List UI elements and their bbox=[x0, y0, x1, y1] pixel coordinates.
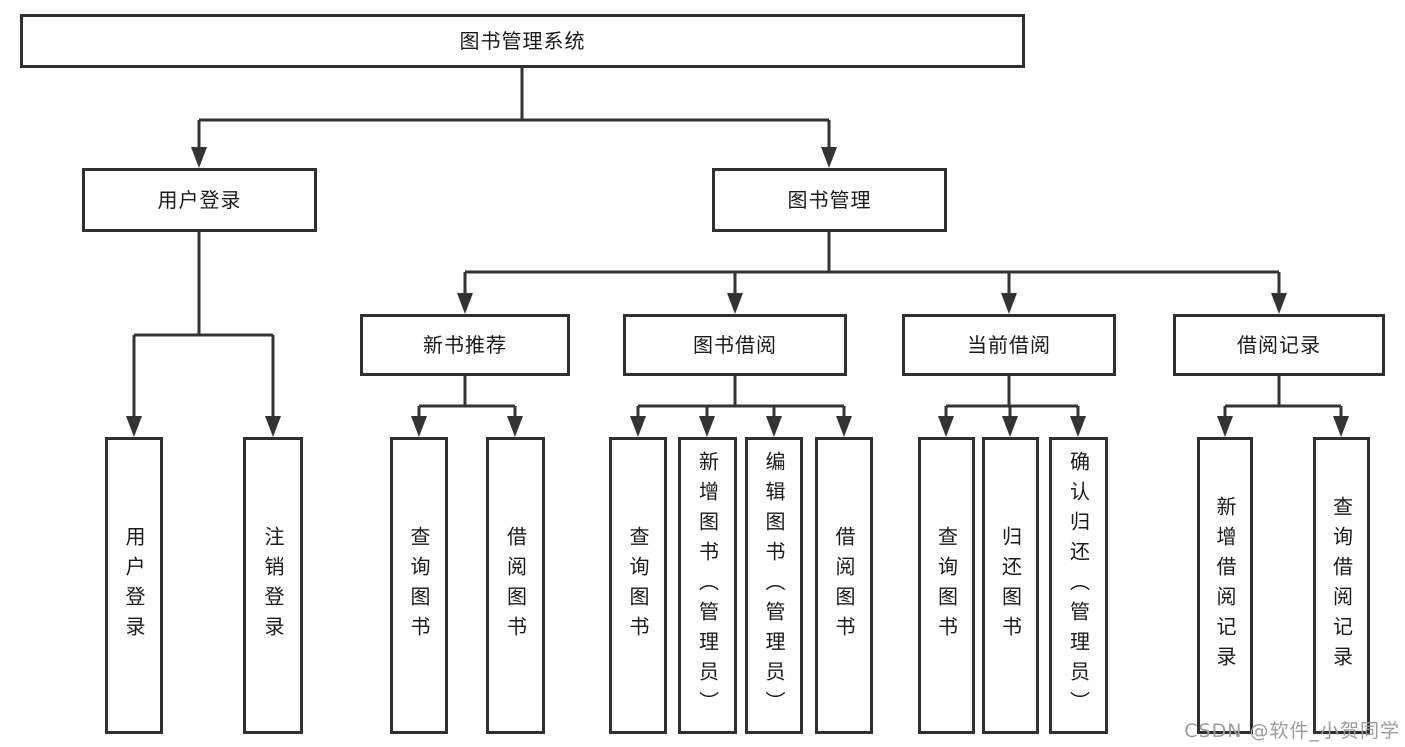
node-label: 归还图书 bbox=[998, 525, 1023, 646]
node-current-borrowing: 当前借阅 bbox=[902, 314, 1116, 376]
leaf-current-return-books: 归还图书 bbox=[982, 437, 1039, 734]
node-label: 借阅图书 bbox=[832, 525, 856, 646]
node-label: 确认归还（管理员） bbox=[1066, 450, 1091, 721]
node-label: 查询图书 bbox=[407, 525, 431, 646]
leaf-borrow-query-books: 查询图书 bbox=[609, 437, 667, 734]
leaf-newbook-query-books: 查询图书 bbox=[390, 437, 448, 734]
node-label: 用户登录 bbox=[157, 188, 242, 212]
watermark-text: CSDN @软件_小贺同学 bbox=[1184, 720, 1400, 742]
node-label: 查询借阅记录 bbox=[1329, 495, 1354, 676]
node-label: 查询图书 bbox=[934, 525, 959, 646]
node-label: 注销登录 bbox=[261, 525, 285, 646]
leaf-borrow-edit-books-admin: 编辑图书（管理员） bbox=[745, 437, 803, 734]
node-label: 借阅图书 bbox=[503, 525, 528, 646]
node-label: 新书推荐 bbox=[423, 333, 507, 357]
node-label: 借阅记录 bbox=[1237, 333, 1321, 357]
leaf-current-query-books: 查询图书 bbox=[918, 437, 975, 734]
leaf-newbook-borrow-books: 借阅图书 bbox=[486, 437, 545, 734]
node-label: 查询图书 bbox=[626, 525, 650, 646]
leaf-borrow-borrow-books: 借阅图书 bbox=[815, 437, 873, 734]
node-user-login-branch: 用户登录 bbox=[82, 168, 317, 232]
node-label: 图书管理 bbox=[787, 188, 872, 212]
leaf-records-add-record: 新增借阅记录 bbox=[1197, 437, 1253, 734]
node-borrow-records: 借阅记录 bbox=[1173, 314, 1385, 376]
leaf-records-query-record: 查询借阅记录 bbox=[1313, 437, 1370, 734]
node-label: 图书借阅 bbox=[693, 333, 777, 357]
node-book-management-system: 图书管理系统 bbox=[20, 14, 1025, 68]
node-label: 用户登录 bbox=[122, 525, 146, 646]
leaf-current-confirm-return-admin: 确认归还（管理员） bbox=[1049, 437, 1108, 734]
leaf-user-login: 用户登录 bbox=[105, 437, 163, 734]
node-book-management: 图书管理 bbox=[712, 168, 947, 232]
node-label: 编辑图书（管理员） bbox=[762, 450, 786, 721]
leaf-borrow-add-books-admin: 新增图书（管理员） bbox=[678, 437, 737, 734]
node-book-borrowing: 图书借阅 bbox=[623, 314, 847, 376]
node-label: 新增图书（管理员） bbox=[695, 450, 720, 721]
node-new-book-recommend: 新书推荐 bbox=[360, 314, 570, 376]
node-label: 当前借阅 bbox=[967, 333, 1051, 357]
leaf-logout: 注销登录 bbox=[243, 437, 303, 734]
node-label: 新增借阅记录 bbox=[1213, 495, 1237, 676]
node-label: 图书管理系统 bbox=[459, 29, 586, 53]
